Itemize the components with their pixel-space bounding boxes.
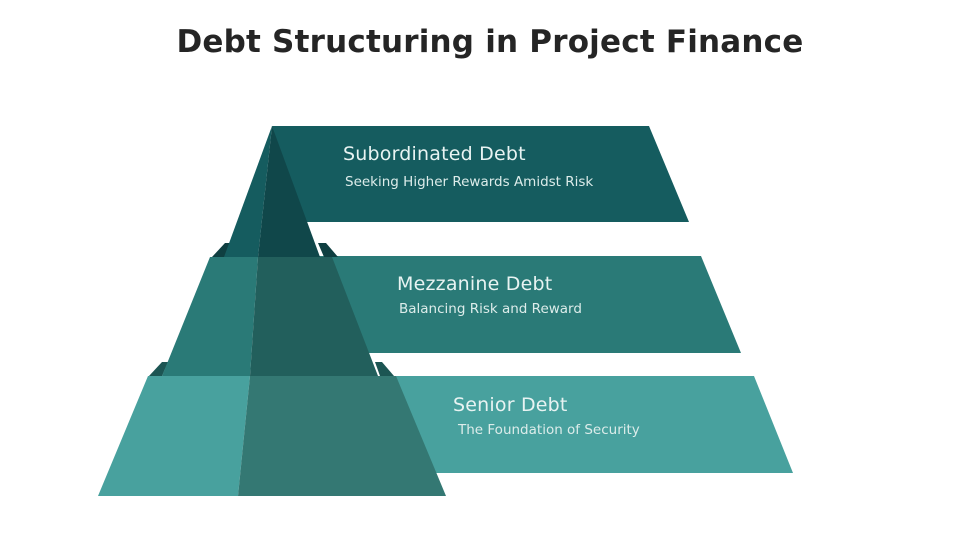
pyramid-top-tier-right (258, 126, 320, 257)
pyramid-shoulder-shadow (149, 362, 168, 376)
pyramid-top-tier-left (224, 126, 272, 257)
tier-name: Senior Debt (453, 394, 568, 416)
tier-label-subordinated: Subordinated Debt Seeking Higher Rewards… (343, 143, 593, 190)
banner-senior (375, 376, 793, 473)
tier-subtitle: Seeking Higher Rewards Amidst Risk (345, 174, 594, 190)
pyramid-shoulder-shadow (212, 243, 232, 257)
pyramid-shoulder-shadow (375, 362, 394, 376)
tier-label-mezzanine: Mezzanine Debt Balancing Risk and Reward (397, 273, 582, 317)
pyramid-bottom-tier-left (98, 376, 250, 496)
pyramid-bottom-tier-right (238, 376, 446, 496)
tier-subtitle: Balancing Risk and Reward (399, 301, 582, 317)
tier-subtitle: The Foundation of Security (458, 422, 640, 438)
pyramid-middle-tier-right (250, 257, 378, 376)
tier-name: Mezzanine Debt (397, 273, 553, 295)
page-title: Debt Structuring in Project Finance (176, 24, 804, 60)
pyramid-middle-tier-left (162, 257, 258, 376)
banner-subordinated (272, 126, 689, 222)
tier-label-senior: Senior Debt The Foundation of Security (453, 394, 640, 438)
tier-name: Subordinated Debt (343, 143, 526, 165)
pyramid-shoulder-shadow (318, 243, 338, 257)
banner-mezzanine (318, 256, 741, 353)
